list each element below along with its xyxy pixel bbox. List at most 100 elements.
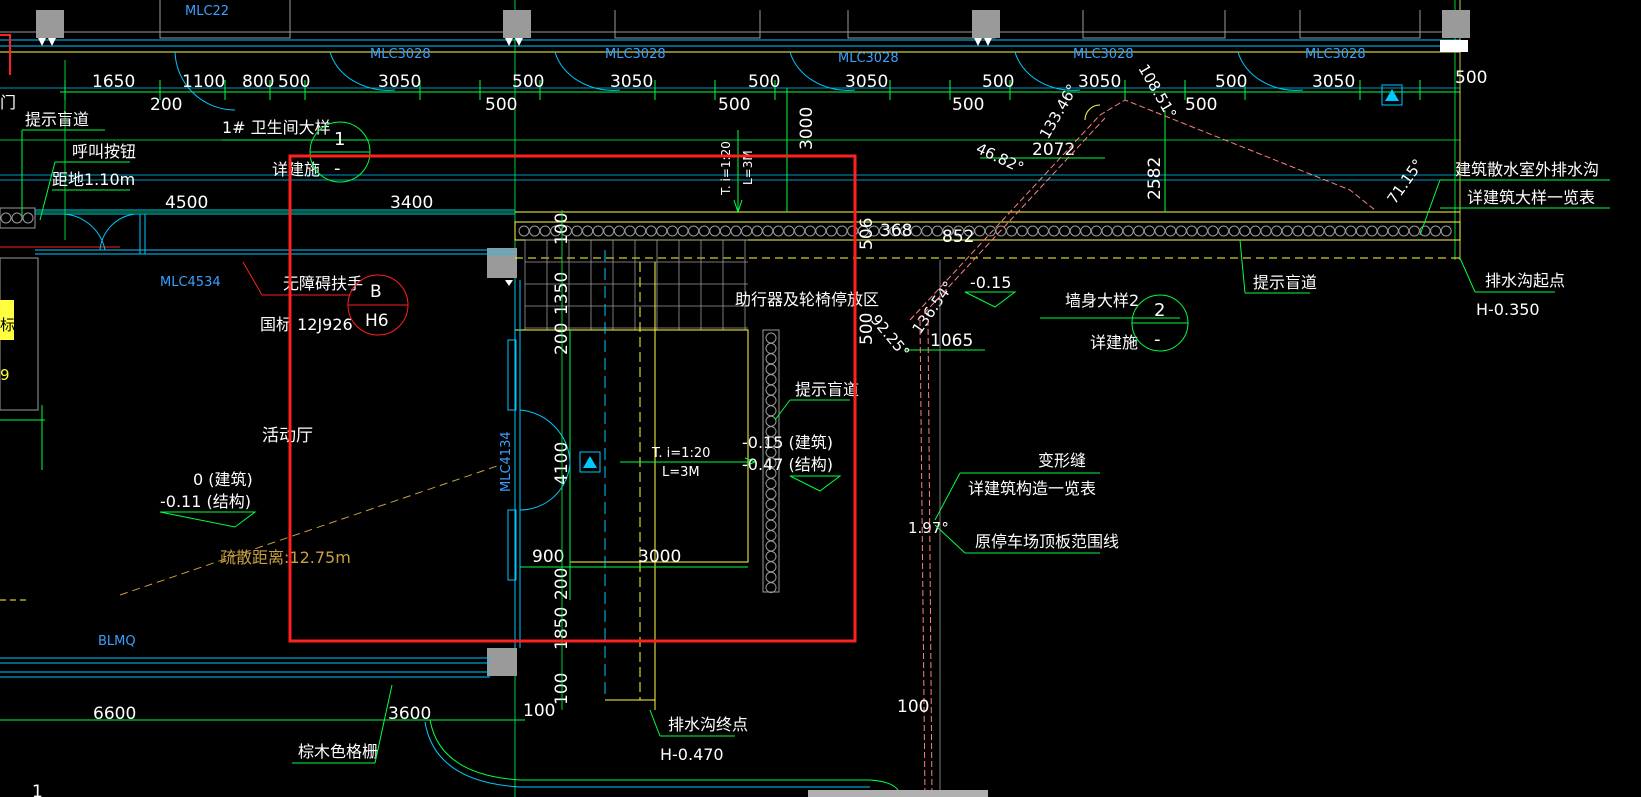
paving-circle [1090, 225, 1102, 237]
paving-circle [1271, 225, 1283, 237]
paving-circle [1154, 225, 1166, 237]
label-activity-hall: 活动厅 [262, 426, 313, 446]
paving-circle [1196, 225, 1208, 237]
paving-circle [1355, 225, 1367, 237]
window-label-mid-wall: MLC4134 [499, 431, 514, 492]
paving-circle [1377, 225, 1389, 237]
dim-900: 900 [532, 547, 564, 567]
dim-3000-vertical: 3000 [797, 107, 817, 150]
dim-100-d: 100 [897, 697, 929, 717]
paving-circle [1281, 225, 1293, 237]
paving-circle [868, 225, 880, 237]
dim-368: 368 [880, 221, 912, 241]
label-wc-detail: 1# 卫生间大样 [222, 118, 331, 137]
ref-b: B [370, 282, 382, 302]
paving-circle [931, 225, 943, 237]
paving-circle [1165, 225, 1177, 237]
paving-circle [635, 225, 647, 237]
paving-circle [518, 225, 530, 237]
label-elev-047: -0.47 (结构) [742, 455, 833, 474]
detail-2-number: 2 [1154, 300, 1165, 321]
paving-circle [984, 225, 996, 237]
angle-197: 1.97° [908, 519, 949, 537]
paving-circle [1387, 225, 1399, 237]
paving-circle [1048, 225, 1060, 237]
right-annotations: 建筑散水室外排水沟 详建筑大样一览表 提示盲道 排水沟起点 H-0.350 墙身… [934, 84, 1610, 797]
dim-500-d: 500 [982, 72, 1014, 92]
label-handrail: 无障碍扶手 [283, 274, 363, 293]
activity-hall-area: MLC4534 标 9 无障碍扶手 国标 12J926 B H6 活动厅 0 (… [0, 257, 501, 678]
ramp-labels: MLC4134 助行器及轮椅停放区 提示盲道 T. i=1:20 L=3M T.… [499, 141, 879, 710]
north-arrow-marker [1381, 84, 1403, 106]
label-elev-015b: -0.15 [970, 273, 1011, 292]
highlight-rectangle [288, 154, 857, 643]
dim-506: 506 [857, 218, 877, 250]
paving-circle [603, 225, 615, 237]
label-grille: 棕木色格栅 [298, 742, 378, 761]
dim-3600: 3600 [388, 704, 431, 724]
label-see-construct: 详建筑构造一览表 [968, 479, 1096, 498]
label-drain-start: 排水沟起点 [1485, 271, 1565, 290]
label-elev-015a: -0.15 (建筑) [742, 433, 833, 452]
paving-circle [613, 225, 625, 237]
paving-circle [794, 225, 806, 237]
label-drain-note: 建筑散水室外排水沟 [1455, 160, 1599, 179]
window-label-top-left: MLC22 [185, 4, 229, 19]
paving-circle [1324, 225, 1336, 237]
dim-2582: 2582 [1145, 157, 1165, 200]
paving-circle [1313, 225, 1325, 237]
label-std-ref: 国标 12J926 [260, 315, 353, 334]
dim-500-e: 500 [1215, 72, 1247, 92]
label-elev-011: -0.11 (结构) [160, 492, 251, 511]
label-drain-see: 详建筑大样一览表 [1467, 188, 1595, 207]
paving-circle [825, 225, 837, 237]
paving-circle [1398, 225, 1410, 237]
dim-3050-d: 3050 [1078, 72, 1121, 92]
label-parking-line: 原停车场顶板范围线 [975, 532, 1119, 551]
dim-3050-e: 3050 [1312, 72, 1355, 92]
top-dimensions: 1650 1100 800 500 3050 500 3050 500 3050… [92, 68, 1487, 115]
detail-1-number: 1 [334, 129, 345, 150]
left-edge-char-b: 9 [0, 366, 10, 384]
paving-circle [1112, 225, 1124, 237]
label-height-above: 距地1.10m [52, 170, 135, 189]
slope-top-length: L=3M [741, 150, 755, 185]
paving-circle [974, 225, 986, 237]
upper-left-annotations: 门 提示盲道 呼叫按钮 距地1.10m 1# 卫生间大样 详建施 1 - [0, 93, 371, 221]
dim-100-c: 100 [523, 701, 555, 721]
ref-h6: H6 [365, 311, 389, 331]
paving-circle [857, 225, 869, 237]
dim-2072: 2072 [1032, 140, 1075, 160]
window-label-top-1: MLC3028 [370, 47, 431, 62]
top-window-labels: MLC22 MLC3028 MLC3028 MLC3028 MLC3028 ML… [185, 4, 1366, 66]
paving-circle [1419, 225, 1431, 237]
detail-2-dash: - [1154, 329, 1161, 350]
paving-circle [688, 225, 700, 237]
paving-circle [815, 225, 827, 237]
dim-3050-a: 3050 [378, 72, 421, 92]
dim-200: 200 [150, 95, 182, 115]
paving-circle [1059, 225, 1071, 237]
dim-3000: 3000 [638, 547, 681, 567]
paving-circle [942, 225, 954, 237]
paving-circle [1408, 225, 1420, 237]
paving-circle [953, 225, 965, 237]
paving-circle [804, 225, 816, 237]
paving-band [0, 207, 1461, 259]
label-elev-0: 0 (建筑) [193, 470, 253, 489]
paving-circle [571, 225, 583, 237]
label-wall-detail: 墙身大样2 [1065, 291, 1139, 310]
dim-3400: 3400 [390, 193, 433, 213]
paving-circle [1175, 225, 1187, 237]
paving-circle [677, 225, 689, 237]
label-drain-end: 排水沟终点 [668, 715, 748, 734]
paving-circle [1239, 225, 1251, 237]
paving-circle [1101, 225, 1113, 237]
paving-circle [698, 225, 710, 237]
dim-1065: 1065 [930, 331, 973, 351]
paving-circle [1334, 225, 1346, 237]
paving-circle [1430, 225, 1442, 237]
dim-500-f: 500 [1455, 68, 1487, 88]
paving-circle [1006, 225, 1018, 237]
